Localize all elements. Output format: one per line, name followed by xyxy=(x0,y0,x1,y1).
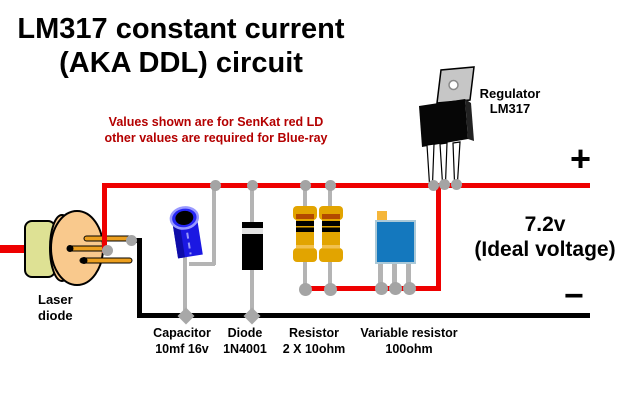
voltage-label: 7.2v (Ideal voltage) xyxy=(474,213,616,261)
diode-band xyxy=(242,228,263,234)
capacitor-lead-positive-h xyxy=(189,262,215,266)
resistors-drawing xyxy=(293,206,343,262)
regulator-label: Regulator LM317 xyxy=(479,86,541,116)
wire-positive-drop-laser xyxy=(102,183,107,253)
regulator-leg2 xyxy=(439,142,448,184)
junction-dot xyxy=(125,234,137,246)
trimpot-drawing xyxy=(375,220,416,264)
capacitor-lead-negative xyxy=(183,250,187,316)
junction-dot xyxy=(177,307,195,325)
diode-label: Diode 1N4001 xyxy=(223,326,267,356)
laser-beam xyxy=(0,245,28,253)
junction-dot xyxy=(388,281,402,295)
junction-dot xyxy=(298,282,312,296)
wire-adjust-vertical xyxy=(436,183,441,291)
junction-dot xyxy=(427,179,439,191)
capacitor-drawing xyxy=(169,206,203,259)
resistor-label: Resistor 2 X 10ohm xyxy=(282,326,346,356)
variable-resistor-label: Variable resistor 100ohm xyxy=(360,326,458,356)
regulator-drawing xyxy=(419,66,475,185)
resistor1 xyxy=(293,206,317,262)
junction-dot xyxy=(324,180,336,191)
regulator-mounting-hole xyxy=(448,79,459,91)
junction-dot xyxy=(323,282,337,296)
values-note: Values shown are for SenKat red LD other… xyxy=(56,114,376,146)
regulator-leg1 xyxy=(426,143,435,185)
wire-adjust-bottom xyxy=(300,286,441,291)
page-title: LM317 constant current (AKA DDL) circuit xyxy=(6,12,356,80)
trimpot-leg1 xyxy=(378,260,383,288)
junction-dot xyxy=(101,244,113,256)
regulator-leg3 xyxy=(452,141,461,183)
junction-dot xyxy=(374,281,388,295)
positive-terminal-sign: + xyxy=(570,138,592,179)
capacitor-lead-positive-v xyxy=(212,185,216,265)
note-line2: other values are required for Blue-ray xyxy=(104,131,328,145)
trimpot-leg2 xyxy=(392,260,397,288)
negative-terminal-sign: − xyxy=(564,277,584,315)
junction-dot xyxy=(450,178,462,190)
resistor2 xyxy=(319,206,343,262)
diode-drawing xyxy=(242,222,263,270)
wire-negative-vertical xyxy=(137,238,142,316)
junction-dot xyxy=(438,179,450,190)
laser-pin-bottom xyxy=(79,257,133,264)
junction-dot xyxy=(402,281,416,295)
laser-pin-top xyxy=(83,235,133,242)
laser-diode-label: Laser diode xyxy=(38,292,73,323)
note-line1: Values shown are for SenKat red LD xyxy=(108,115,324,129)
junction-dot xyxy=(246,180,258,191)
regulator-body xyxy=(419,99,468,147)
trimpot-leg3 xyxy=(406,260,411,288)
title-line2: (AKA DDL) circuit xyxy=(59,47,303,79)
capacitor-label: Capacitor 10mf 16v xyxy=(153,326,211,356)
junction-dot xyxy=(299,180,311,191)
wire-positive-rail xyxy=(102,183,590,188)
junction-dot xyxy=(243,307,261,325)
title-line1: LM317 constant current xyxy=(17,13,345,45)
trimpot-adjust-tab xyxy=(377,211,387,222)
junction-dot xyxy=(209,180,221,191)
laser-diode-drawing xyxy=(24,210,133,286)
wire-negative-rail xyxy=(137,313,590,318)
